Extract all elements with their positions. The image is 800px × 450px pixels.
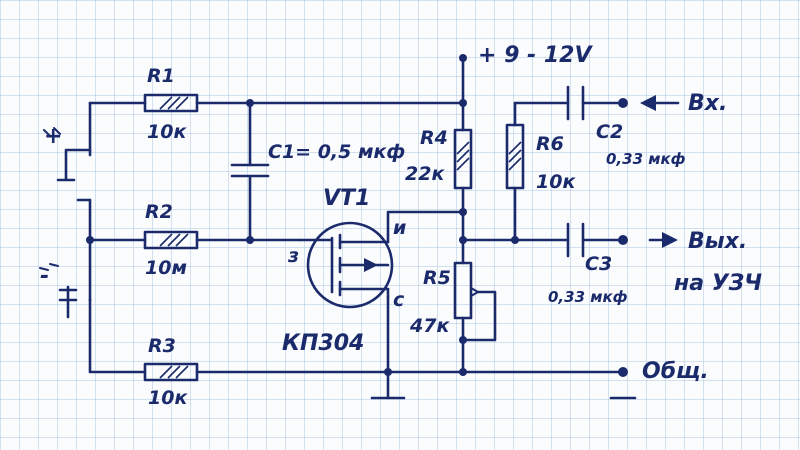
c3-value: 0,33 мкф (548, 288, 628, 306)
r5-value: 47к (409, 315, 450, 337)
input-label: Вх. (688, 91, 727, 116)
terminals (618, 98, 628, 377)
r2-value: 10м (145, 257, 187, 279)
battery-minus-contact (39, 198, 92, 319)
transistor-vt1 (298, 221, 394, 309)
output-label: Вых. (688, 229, 747, 254)
minus-label: - (40, 264, 49, 289)
r2-name: R2 (145, 201, 173, 223)
output-note: на УЗЧ (674, 271, 762, 296)
output-arrow (648, 232, 678, 248)
capacitor-c2 (566, 85, 585, 121)
c3-name: C3 (585, 253, 612, 275)
r5-name: R5 (423, 267, 451, 289)
output-terminal (618, 235, 628, 245)
r6-name: R6 (536, 133, 564, 155)
supply-label: + 9 - 12V (478, 43, 593, 68)
c2-value: 0,33 мкф (606, 150, 686, 168)
r4-name: R4 (420, 127, 448, 149)
wires (88, 56, 637, 400)
r3-name: R3 (148, 335, 176, 357)
vt1-pin-source: и (393, 217, 406, 239)
r1-value: 10к (147, 121, 187, 143)
capacitor-c3 (566, 222, 585, 258)
vt1-type: КП304 (282, 331, 364, 356)
input-terminal (618, 98, 628, 108)
battery-plus-contact (43, 127, 92, 182)
vt1-name: VT1 (323, 186, 370, 211)
potentiometer-r5 (453, 261, 479, 320)
c1-label: C1= 0,5 мкф (268, 141, 405, 163)
resistor-r4 (453, 128, 473, 190)
resistor-r3 (143, 362, 199, 382)
c2-name: C2 (596, 121, 623, 143)
r3-value: 10к (148, 387, 188, 409)
input-arrow (640, 95, 680, 111)
capacitor-c1 (230, 163, 270, 178)
vt1-pin-drain: с (393, 289, 405, 311)
resistor-r1 (143, 93, 199, 113)
common-terminal (618, 367, 628, 377)
resistor-r2 (143, 230, 199, 250)
resistor-r6 (505, 123, 525, 190)
plus-label: + (44, 124, 62, 149)
r4-value: 22к (405, 163, 445, 185)
common-label: Общ. (642, 359, 709, 384)
r6-value: 10к (536, 171, 576, 193)
r1-name: R1 (147, 65, 175, 87)
junction-dots (86, 54, 519, 376)
vt1-pin-gate: з (287, 245, 299, 267)
